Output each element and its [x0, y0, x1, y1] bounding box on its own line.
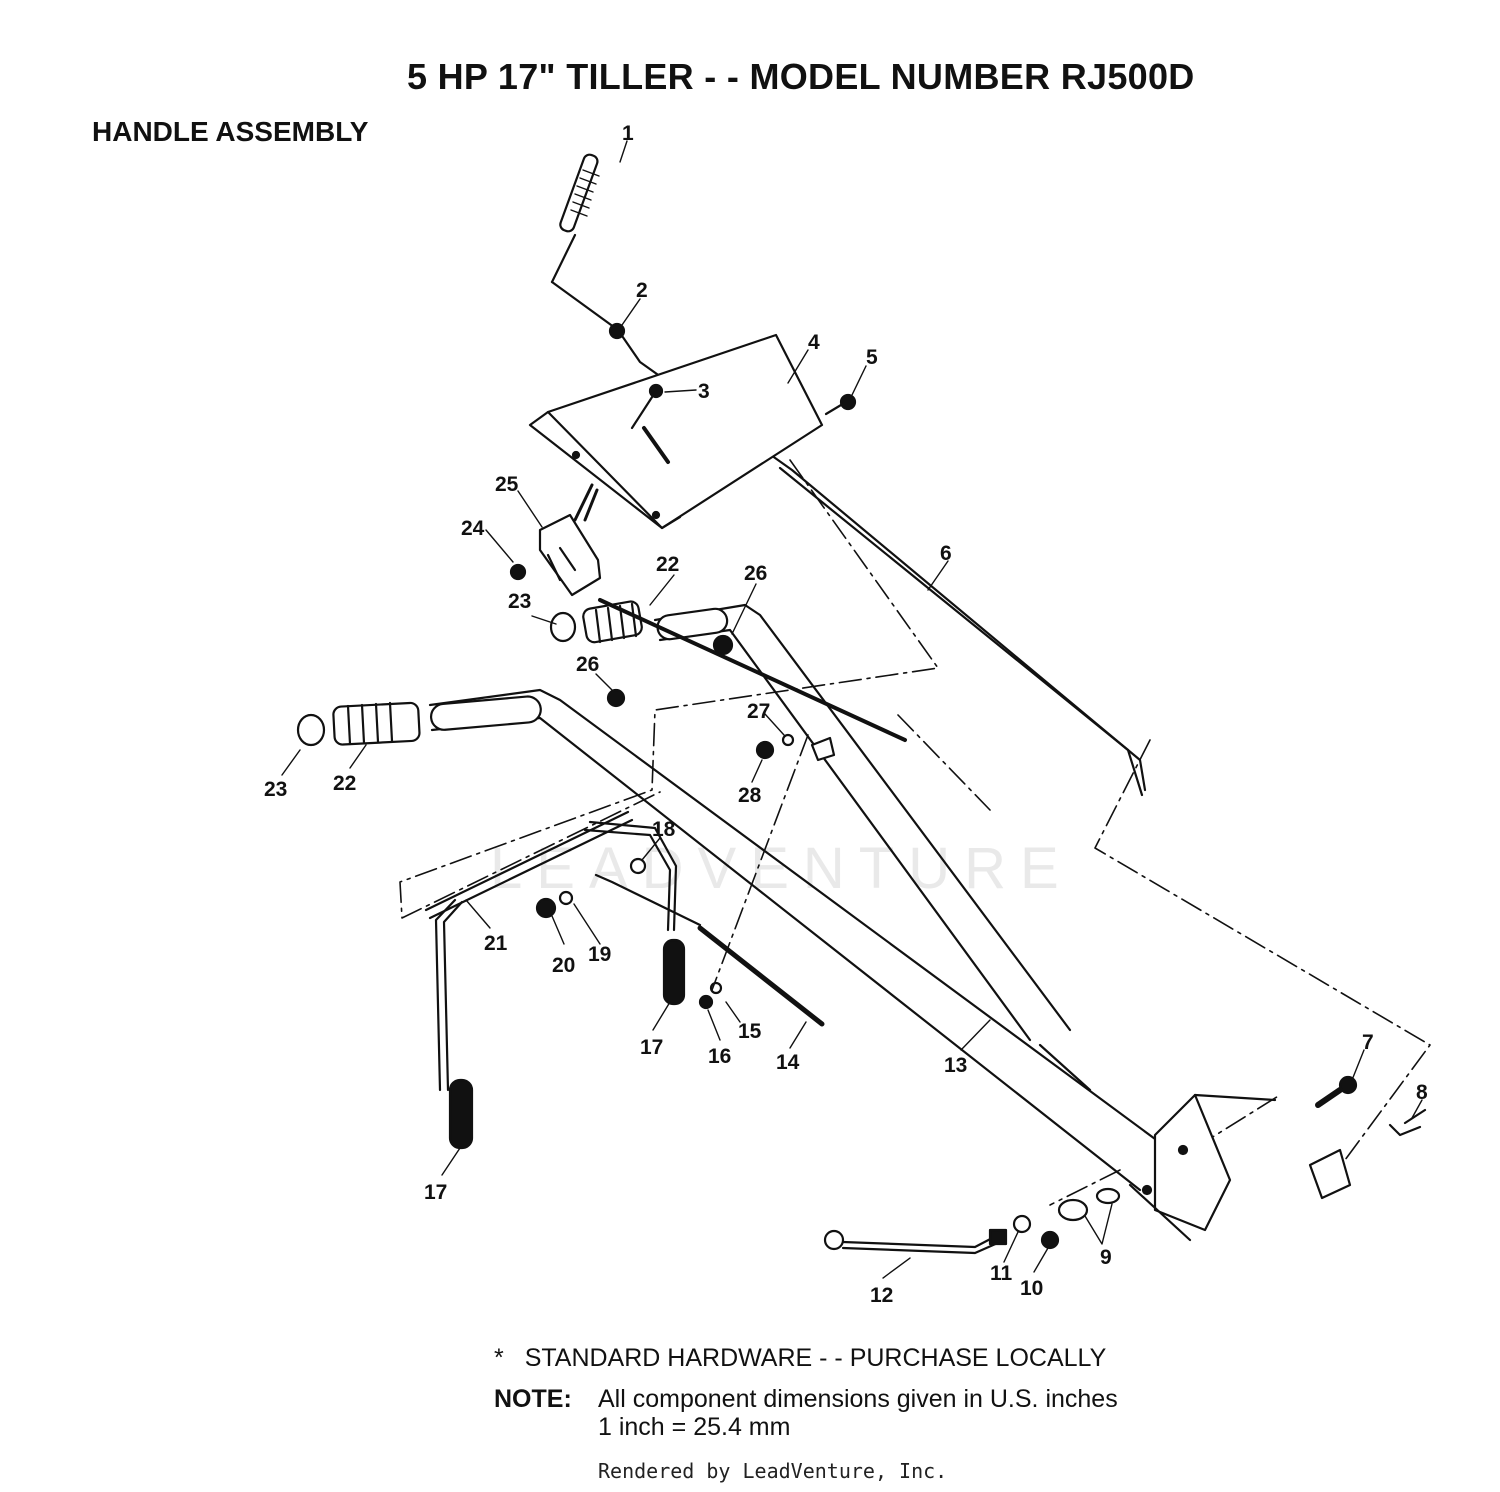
callout-10: 10	[1020, 1277, 1043, 1300]
part-6-rod	[778, 466, 1144, 797]
part-22-grip-lower	[332, 701, 421, 746]
upper-handle-bar	[653, 603, 1072, 1042]
callout-28: 28	[738, 784, 762, 807]
part-25-control-bracket	[538, 483, 602, 597]
adjuster-knob	[1308, 1148, 1352, 1200]
part-10-nut	[1040, 1230, 1060, 1250]
dimension-note: NOTE: All component dimensions given in …	[494, 1385, 1118, 1441]
callout-12: 12	[870, 1284, 893, 1307]
part-4-shield	[528, 333, 824, 530]
part-8-clip	[1388, 1108, 1427, 1137]
part-15-washer	[709, 981, 723, 995]
part-5-screw	[824, 393, 857, 416]
callout-23-lower: 23	[264, 778, 287, 801]
note-line-2: 1 inch = 25.4 mm	[598, 1413, 791, 1441]
callout-27: 27	[747, 700, 770, 723]
callout-2: 2	[636, 279, 648, 302]
asterisk: *	[494, 1344, 504, 1372]
callout-6: 6	[940, 542, 952, 565]
watermark: LEADVENTURE	[490, 836, 1073, 901]
section-title: HANDLE ASSEMBLY	[92, 116, 369, 147]
callout-5: 5	[866, 346, 878, 369]
callout-13: 13	[944, 1054, 967, 1077]
throttle-cable	[598, 598, 907, 742]
drive-link	[594, 873, 702, 927]
page-title: 5 HP 17" TILLER - - MODEL NUMBER RJ500D	[407, 56, 1195, 97]
callout-11: 11	[990, 1262, 1013, 1285]
part-23-cap-upper	[549, 611, 577, 643]
callout-1: 1	[622, 122, 634, 145]
part-19-washer	[558, 890, 574, 906]
footer-credit: Rendered by LeadVenture, Inc.	[598, 1459, 948, 1483]
callout-labels: 1 2 3 4 5 6 7 8 9 10 11 12 13 14 15 16 1…	[264, 122, 1428, 1307]
callout-26-upper: 26	[744, 562, 767, 585]
part-12-lever	[823, 1228, 1008, 1255]
callout-8: 8	[1416, 1081, 1428, 1104]
part-13-handle	[428, 688, 1172, 1192]
callout-26-lower: 26	[576, 653, 599, 676]
callout-14: 14	[776, 1051, 800, 1074]
callout-15: 15	[738, 1020, 762, 1043]
part-21-drive-bail	[424, 810, 678, 1092]
part-14-cable	[697, 925, 825, 1027]
part-17-grip-right	[662, 938, 686, 1006]
part-17-grip-left	[448, 1078, 474, 1150]
callout-19: 19	[588, 943, 611, 966]
callout-25: 25	[495, 473, 519, 496]
note-label: NOTE:	[494, 1385, 572, 1413]
part-24-nut	[509, 563, 527, 581]
notes-block: * STANDARD HARDWARE - - PURCHASE LOCALLY…	[494, 1344, 1118, 1441]
standard-hardware-note: * STANDARD HARDWARE - - PURCHASE LOCALLY	[494, 1344, 1118, 1373]
callout-4: 4	[808, 331, 820, 354]
part-11-washer	[1012, 1214, 1032, 1234]
part-23-cap-lower	[296, 713, 326, 747]
callout-17-left: 17	[424, 1181, 447, 1204]
callout-17-right: 17	[640, 1036, 663, 1059]
callout-16: 16	[708, 1045, 731, 1068]
callout-21: 21	[484, 932, 508, 955]
part-3-screw	[630, 383, 664, 430]
callout-7: 7	[1362, 1031, 1374, 1054]
standard-hardware-text: STANDARD HARDWARE - - PURCHASE LOCALLY	[524, 1344, 1107, 1372]
part-2-nut	[608, 322, 626, 340]
part-18-bolt	[629, 857, 647, 875]
part-28-nut	[755, 740, 775, 760]
note-line-1: All component dimensions given in U.S. i…	[598, 1385, 1118, 1413]
callout-20: 20	[552, 954, 575, 977]
part-27-washer	[781, 733, 795, 747]
part-20-nut	[535, 897, 557, 919]
part-26-nut-lower	[606, 688, 626, 708]
part-9-cam	[1057, 1187, 1121, 1222]
callout-3: 3	[698, 380, 710, 403]
callout-22-upper: 22	[656, 553, 679, 576]
leader-lines	[281, 140, 1423, 1279]
callout-22-lower: 22	[333, 772, 356, 795]
handle-mount-bracket	[1038, 1043, 1277, 1242]
part-7-bolt	[1315, 1075, 1358, 1108]
part-16-clip	[698, 994, 714, 1010]
part-26-nut-upper	[712, 634, 734, 656]
callout-23-upper: 23	[508, 590, 531, 613]
callout-24: 24	[461, 517, 485, 540]
callout-18: 18	[652, 818, 676, 841]
callout-9: 9	[1100, 1246, 1112, 1269]
